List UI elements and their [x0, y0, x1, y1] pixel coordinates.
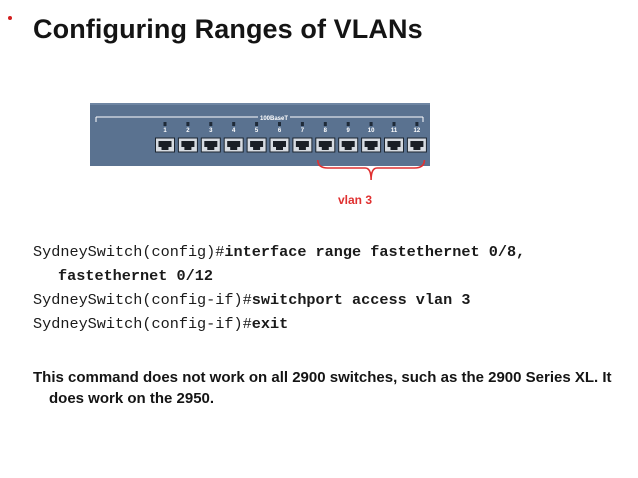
port-number-label: 11: [391, 128, 398, 134]
port-led: [232, 122, 236, 126]
port-number-label: 9: [347, 128, 351, 134]
port-number-label: 4: [232, 128, 236, 134]
ethernet-port-jack: [227, 141, 241, 150]
ethernet-port-jack: [250, 141, 264, 150]
cli-commands: SydneySwitch(config)#interface range fas…: [33, 240, 633, 336]
code-line: SydneySwitch(config)#interface range fas…: [33, 240, 633, 264]
port-led: [209, 122, 213, 126]
port-led: [369, 122, 373, 126]
ethernet-port-jack: [318, 141, 332, 150]
port-number-label: 7: [301, 128, 305, 134]
ethernet-port-jack: [410, 141, 424, 150]
ethernet-port-jack: [181, 141, 195, 150]
port-number-label: 2: [186, 128, 190, 134]
port-number-label: 6: [278, 128, 282, 134]
slide-bullet-dot: [8, 16, 12, 20]
port-number-label: 12: [414, 128, 421, 134]
ethernet-port-jack: [341, 141, 355, 150]
ethernet-port-jack: [364, 141, 378, 150]
port-number-label: 5: [255, 128, 259, 134]
ethernet-port-jack: [295, 141, 309, 150]
port-led: [392, 122, 396, 126]
ethernet-port-jack: [204, 141, 218, 150]
switch-model-label: 100BaseT: [260, 116, 288, 122]
code-line-continuation: fastethernet 0/12: [33, 264, 633, 288]
port-led: [323, 122, 327, 126]
cli-command: exit: [251, 315, 289, 333]
cli-prompt: SydneySwitch(config)#: [33, 243, 225, 261]
compatibility-note: This command does not work on all 2900 s…: [33, 369, 612, 407]
cli-prompt: SydneySwitch(config-if)#: [33, 315, 252, 333]
port-number-label: 8: [324, 128, 328, 134]
port-number-label: 10: [368, 128, 375, 134]
ethernet-port-jack: [387, 141, 401, 150]
cli-prompt: SydneySwitch(config-if)#: [33, 291, 252, 309]
port-number-label: 1: [163, 128, 167, 134]
ethernet-port-jack: [158, 141, 172, 150]
vlan-label: vlan 3: [338, 193, 373, 207]
cli-command: switchport access vlan 3: [251, 291, 471, 309]
ethernet-port-jack: [273, 141, 286, 150]
port-led: [186, 122, 190, 126]
port-led: [278, 122, 281, 126]
port-led: [255, 122, 259, 126]
vlan-bracket: [317, 159, 426, 181]
cli-command: interface range fastethernet 0/8,: [224, 243, 526, 261]
port-led: [346, 122, 350, 126]
port-led: [415, 122, 419, 126]
code-line: SydneySwitch(config-if)#exit: [33, 312, 633, 336]
cli-command: fastethernet 0/12: [58, 267, 213, 285]
slide-title: Configuring Ranges of VLANs: [33, 14, 423, 44]
port-led: [300, 122, 304, 126]
switch-front-panel: [90, 103, 430, 166]
code-line: SydneySwitch(config-if)#switchport acces…: [33, 288, 633, 312]
port-number-label: 3: [209, 128, 213, 134]
port-led: [163, 122, 167, 126]
